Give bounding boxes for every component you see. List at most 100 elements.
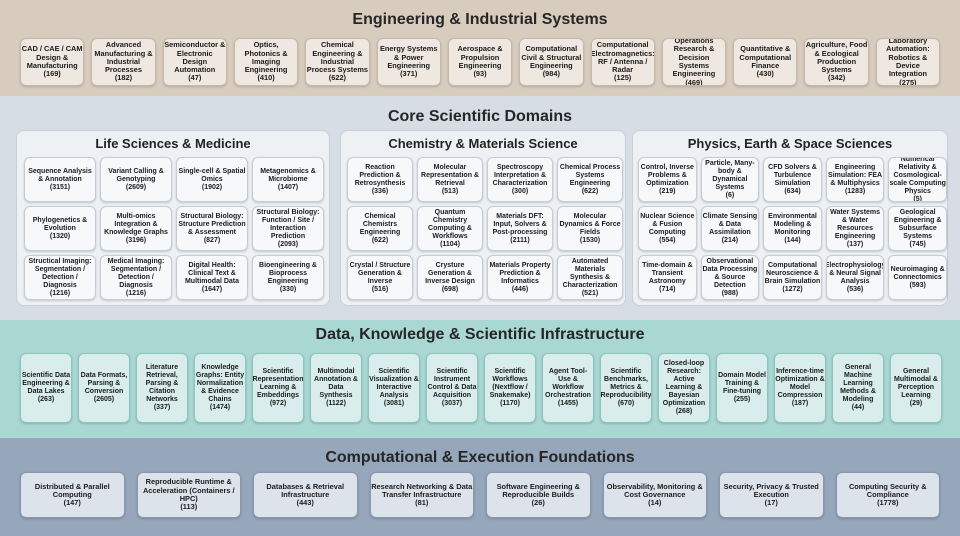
category-card: Advanced Manufacturing & Industrial Proc… bbox=[91, 38, 156, 86]
category-count: (516) bbox=[371, 285, 389, 293]
category-label: Digital Health: Clinical Text & Multimod… bbox=[184, 261, 240, 285]
category-label: Engineering Simulation: FEA & Multiphysi… bbox=[828, 163, 883, 187]
category-card: Domain Model Training & Fine-tuning(255) bbox=[716, 353, 768, 423]
category-label: Domain Model Training & Fine-tuning bbox=[718, 372, 766, 395]
category-count: (1170) bbox=[500, 400, 520, 407]
category-label: Distributed & Parallel Computing bbox=[34, 481, 110, 499]
category-card: Crysture Generation & Inverse Design(698… bbox=[417, 255, 483, 300]
category-label: CAD / CAE / CAM Design & Manufacturing bbox=[21, 44, 83, 70]
category-card: Computing Security & Compliance(1778) bbox=[835, 472, 940, 518]
category-count: (1216) bbox=[49, 289, 71, 297]
category-card: Chemical Process Systems Engineering(622… bbox=[557, 157, 623, 202]
category-label: Observability, Monitoring & Cost Governa… bbox=[606, 481, 703, 499]
category-label: Scientific Workflows (Nextflow / Snakema… bbox=[489, 368, 531, 399]
category-card: Data Formats, Parsing & Conversion(2605) bbox=[78, 353, 130, 423]
category-label: Energy Systems & Power Engineering bbox=[379, 44, 438, 70]
category-count: (2609) bbox=[125, 183, 147, 191]
category-card: Computational Electromagnetics: RF / Ant… bbox=[590, 38, 655, 86]
category-label: Materials DFT: Input, Solvers & Post-pro… bbox=[492, 212, 548, 236]
category-card: Literature Retrieval, Parsing & Citation… bbox=[136, 353, 188, 423]
category-card: Materials DFT: Input, Solvers & Post-pro… bbox=[487, 206, 553, 251]
category-card: Computational Neuroscience & Brain Simul… bbox=[763, 255, 822, 300]
category-card: Bioengineering & Bioprocess Engineering(… bbox=[252, 255, 324, 300]
category-count: (81) bbox=[415, 498, 429, 508]
category-label: Sequence Analysis & Annotation bbox=[28, 167, 92, 183]
category-count: (1455) bbox=[557, 400, 579, 407]
category-label: Crystal / Structure Generation & Inverse bbox=[349, 261, 411, 285]
category-card: Structical Imaging: Segmentation / Detec… bbox=[24, 255, 96, 300]
category-card: Energy Systems & Power Engineering(371) bbox=[376, 38, 441, 86]
category-count: (255) bbox=[733, 396, 751, 403]
category-count: (330) bbox=[279, 285, 297, 293]
category-count: (1320) bbox=[49, 232, 71, 240]
category-count: (336) bbox=[371, 187, 389, 195]
category-label: Bioengineering & Bioprocess Engineering bbox=[259, 261, 317, 285]
category-label: Scientific Benchmarks, Metrics & Reprodu… bbox=[600, 368, 652, 399]
category-label: Operations Research & Decision Systems E… bbox=[672, 38, 716, 79]
category-label: Chemical Chemistrs Engineering bbox=[359, 212, 401, 236]
category-label: Numerical Relativity & Cosmological-scal… bbox=[889, 157, 946, 195]
category-card: Variant Calling & Genotyping(2609) bbox=[100, 157, 172, 202]
category-count: (446) bbox=[511, 285, 529, 293]
category-card: Scientific Benchmarks, Metrics & Reprodu… bbox=[600, 353, 652, 423]
category-card: Geological Engineering & Subsurface Syst… bbox=[888, 206, 947, 251]
category-count: (3196) bbox=[125, 236, 147, 244]
category-card: Neuroimaging & Connectomics(593) bbox=[888, 255, 947, 300]
physics-title: Physics, Earth & Space Sciences bbox=[687, 136, 893, 151]
category-label: Agriculture, Food & Ecological Productio… bbox=[805, 40, 868, 75]
life-sciences-title: Life Sciences & Medicine bbox=[95, 136, 251, 151]
category-count: (622) bbox=[581, 187, 599, 195]
category-card: Agent Tool-Use & Workflow Orchestration(… bbox=[542, 353, 594, 423]
category-card: Inference-time Optimization & Model Comp… bbox=[774, 353, 826, 423]
category-label: Scientific Data Engineering & Data Lakes bbox=[21, 372, 71, 395]
category-count: (342) bbox=[827, 73, 846, 83]
category-count: (1778) bbox=[877, 498, 899, 508]
category-count: (93) bbox=[473, 69, 487, 79]
category-card: Particle, Many-body & Dynamical Systems(… bbox=[700, 157, 760, 202]
category-label: Medical Imaging: Segmentation / Detectio… bbox=[107, 257, 165, 289]
category-count: (26) bbox=[531, 498, 545, 508]
category-label: Chemical Engineering & Industrial Proces… bbox=[306, 40, 369, 75]
category-label: Optics, Photonics & Imaging Engineering bbox=[244, 40, 288, 75]
category-card: Reaction Prediction & Retrosynthesis(336… bbox=[347, 157, 413, 202]
life-sciences-grid: Sequence Analysis & Annotation(3151)Vari… bbox=[24, 157, 324, 300]
category-card: Observability, Monitoring & Cost Governa… bbox=[602, 472, 707, 518]
category-label: Observational Data Processing & Source D… bbox=[702, 257, 758, 289]
category-label: Inference-time Optimization & Model Comp… bbox=[775, 368, 825, 399]
category-card: Sequence Analysis & Annotation(3151) bbox=[24, 157, 96, 202]
category-card: Multi-omics Integration & Knowledge Grap… bbox=[100, 206, 172, 251]
compute-row: Distributed & Parallel Computing(147)Rep… bbox=[20, 472, 942, 518]
category-card: General Multimodal & Perception Learning… bbox=[890, 353, 942, 423]
category-count: (3081) bbox=[383, 400, 405, 407]
category-label: Computational Electromagnetics: RF / Ant… bbox=[590, 40, 655, 75]
category-label: Water Systems & Water Resources Engineer… bbox=[830, 208, 881, 240]
category-label: Particle, Many-body & Dynamical Systems bbox=[705, 159, 755, 191]
category-card: Aerospace & Propulsion Engineering(93) bbox=[447, 38, 513, 86]
category-label: Nuclear Science & Fusion Computing bbox=[640, 212, 695, 236]
category-label: Research Networking & Data Transfer Infr… bbox=[371, 481, 473, 499]
category-label: Knowledge Graphs: Entity Normalization &… bbox=[195, 364, 245, 403]
core-title: Core Scientific Domains bbox=[387, 108, 573, 125]
category-count: (1104) bbox=[440, 240, 460, 248]
category-card: Chemical Chemistrs Engineering(622) bbox=[347, 206, 413, 251]
category-label: Structical Imaging: Segmentation / Detec… bbox=[28, 257, 92, 289]
category-label: Time-domain & Transient Astronomy bbox=[642, 261, 693, 285]
category-label: Structural Biology: Function / Site / In… bbox=[256, 208, 320, 240]
category-card: Medical Imaging: Segmentation / Detectio… bbox=[100, 255, 172, 300]
category-card: Agriculture, Food & Ecological Productio… bbox=[804, 38, 869, 86]
engineering-title: Engineering & Industrial Systems bbox=[352, 11, 608, 28]
category-count: (827) bbox=[203, 236, 221, 244]
category-label: Variant Calling & Genotyping bbox=[108, 167, 164, 183]
category-label: Crysture Generation & Inverse Design bbox=[425, 261, 475, 285]
category-count: (430) bbox=[756, 69, 774, 79]
category-count: (3151) bbox=[49, 183, 71, 191]
category-label: General Multimodal & Perception Learning bbox=[894, 368, 938, 399]
category-count: (137) bbox=[846, 240, 864, 248]
category-card: Closed-loop Research: Active Learning & … bbox=[658, 353, 710, 423]
data-infra-row: Scientific Data Engineering & Data Lakes… bbox=[20, 353, 942, 423]
category-count: (984) bbox=[542, 69, 560, 79]
category-card: Environmental Modeling & Monitoring(144) bbox=[763, 206, 822, 251]
category-count: (698) bbox=[441, 285, 459, 293]
category-count: (513) bbox=[441, 187, 459, 195]
category-count: (1902) bbox=[201, 183, 223, 191]
